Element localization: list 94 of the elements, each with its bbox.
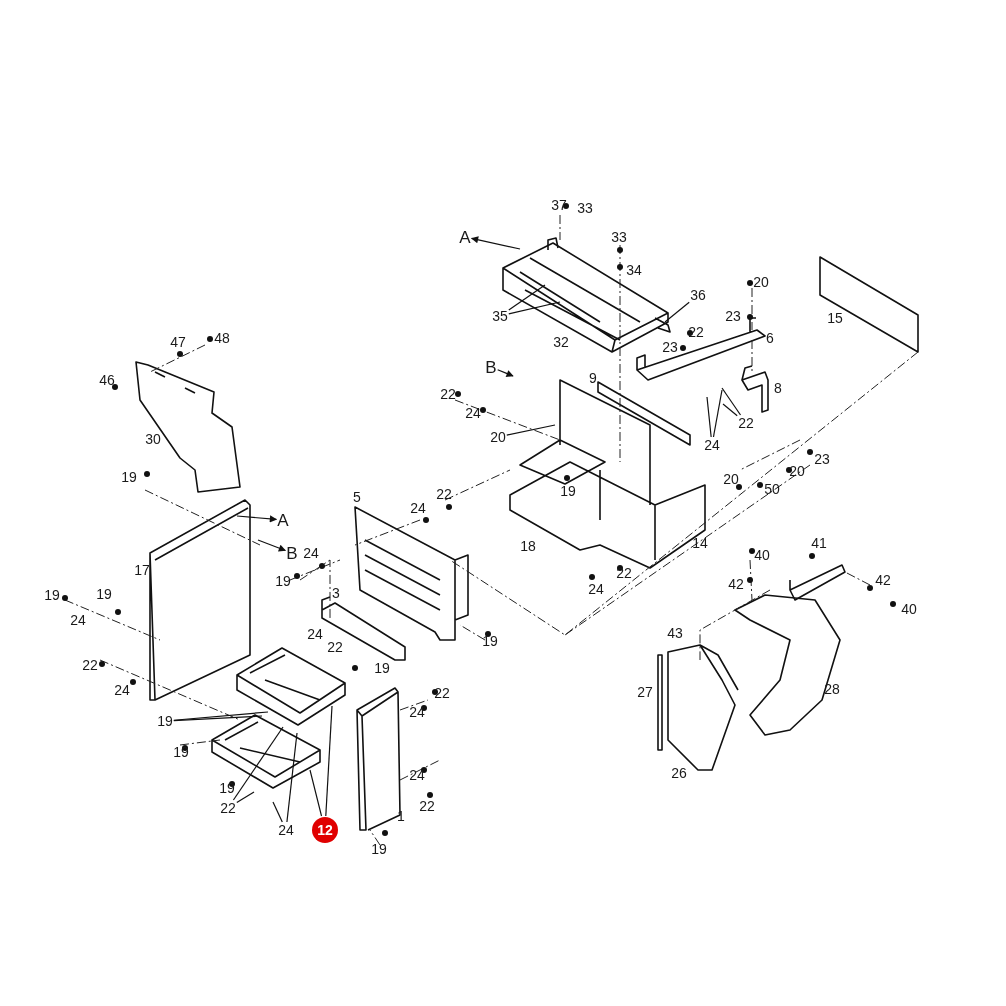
leader-line — [664, 301, 690, 323]
reference-arrow — [470, 236, 521, 250]
callout-number: 17 — [134, 563, 150, 577]
callout-number: 23 — [814, 452, 830, 466]
leader-line — [272, 801, 283, 823]
callout-number: 22 — [616, 566, 632, 580]
callout-number: 24 — [303, 546, 319, 560]
callout-number: 24 — [588, 582, 604, 596]
callout-number: 24 — [114, 683, 130, 697]
callout-number: 19 — [157, 714, 173, 728]
leader-line — [722, 403, 738, 417]
callout-number: 24 — [704, 438, 720, 452]
callout-number: 19 — [482, 634, 498, 648]
callout-number: 20 — [490, 430, 506, 444]
callout-number: 9 — [589, 371, 597, 385]
callout-number: 22 — [327, 640, 343, 654]
reference-arrow — [236, 515, 278, 523]
reference-letter: A — [277, 511, 289, 529]
callout-number: 20 — [723, 472, 739, 486]
callout-number: 19 — [44, 588, 60, 602]
callout-number: 22 — [738, 416, 754, 430]
callout-number: 26 — [671, 766, 687, 780]
leader-line — [232, 726, 284, 801]
leader-line — [309, 769, 323, 817]
callout-number: 1 — [397, 809, 405, 823]
leader-line — [712, 389, 723, 438]
callout-number: 24 — [465, 406, 481, 420]
callout-number: 24 — [409, 705, 425, 719]
callout-number: 8 — [774, 381, 782, 395]
callout-number: 28 — [824, 682, 840, 696]
callout-number: 32 — [553, 335, 569, 349]
callout-number: 33 — [611, 230, 627, 244]
reference-letter: B — [286, 544, 298, 562]
callout-number: 18 — [520, 539, 536, 553]
callout-number: 30 — [145, 432, 161, 446]
callout-number: 24 — [307, 627, 323, 641]
leader-line — [325, 705, 333, 817]
callout-number: 40 — [901, 602, 917, 616]
leader-line — [173, 711, 269, 721]
leader-line — [236, 791, 255, 804]
callout-number: 42 — [875, 573, 891, 587]
callout-number: 22 — [419, 799, 435, 813]
reference-arrow — [497, 369, 514, 377]
callout-number: 35 — [492, 309, 508, 323]
callout-number: 43 — [667, 626, 683, 640]
callout-number: 47 — [170, 335, 186, 349]
callout-number: 24 — [70, 613, 86, 627]
leader-line — [721, 387, 742, 416]
callout-number: 15 — [827, 311, 843, 325]
callout-number: 50 — [764, 482, 780, 496]
callout-number: 46 — [99, 373, 115, 387]
reference-letter: B — [485, 358, 497, 376]
callout-number: 24 — [409, 768, 425, 782]
callout-number: 19 — [219, 781, 235, 795]
callout-number: 22 — [220, 801, 236, 815]
callout-number: 37 — [551, 198, 567, 212]
callout-number: 24 — [278, 823, 294, 837]
callout-number: 41 — [811, 536, 827, 550]
callout-number: 19 — [275, 574, 291, 588]
leader-line — [506, 424, 556, 436]
callout-number: 19 — [96, 587, 112, 601]
callout-number: 40 — [754, 548, 770, 562]
callout-number: 22 — [434, 686, 450, 700]
reference-arrow — [257, 539, 286, 552]
callout-number: 19 — [173, 745, 189, 759]
callout-number: 22 — [688, 325, 704, 339]
leader-line — [508, 301, 561, 315]
callout-number: 22 — [440, 387, 456, 401]
callout-number: 27 — [637, 685, 653, 699]
callout-number: 6 — [766, 331, 774, 345]
leader-line — [706, 396, 712, 438]
callout-number: 20 — [753, 275, 769, 289]
callout-number: 42 — [728, 577, 744, 591]
leader-line — [286, 732, 298, 823]
leader-line — [508, 284, 546, 311]
callout-number: 19 — [374, 661, 390, 675]
callout-number: 22 — [82, 658, 98, 672]
callout-number: 23 — [662, 340, 678, 354]
callout-number: 33 — [577, 201, 593, 215]
callout-number: 24 — [410, 501, 426, 515]
callout-number: 14 — [692, 536, 708, 550]
callout-number: 34 — [626, 263, 642, 277]
callout-number: 19 — [560, 484, 576, 498]
callout-badge: 12 — [312, 817, 338, 843]
callout-number: 36 — [690, 288, 706, 302]
callout-number: 5 — [353, 490, 361, 504]
callout-number: 3 — [332, 586, 340, 600]
callout-number: 19 — [121, 470, 137, 484]
callout-number: 48 — [214, 331, 230, 345]
callout-number: 23 — [725, 309, 741, 323]
reference-letter: A — [459, 228, 471, 246]
callout-number: 20 — [789, 464, 805, 478]
callout-number: 22 — [436, 487, 452, 501]
callout-number: 19 — [371, 842, 387, 856]
